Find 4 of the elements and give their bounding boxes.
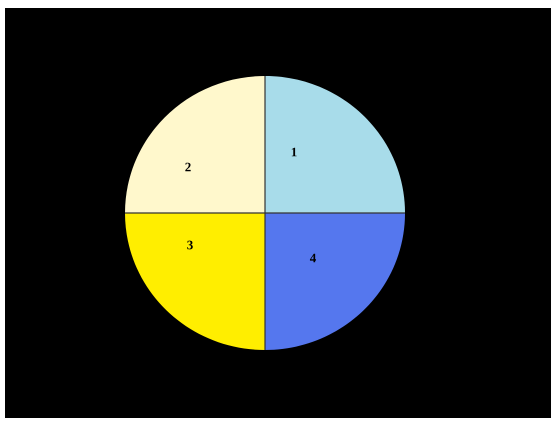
pie-segment: 3 [125,213,265,350]
pie-segment: 4 [265,213,405,350]
pie-segment: 1 [265,76,405,213]
pie-segment: 2 [125,76,265,213]
